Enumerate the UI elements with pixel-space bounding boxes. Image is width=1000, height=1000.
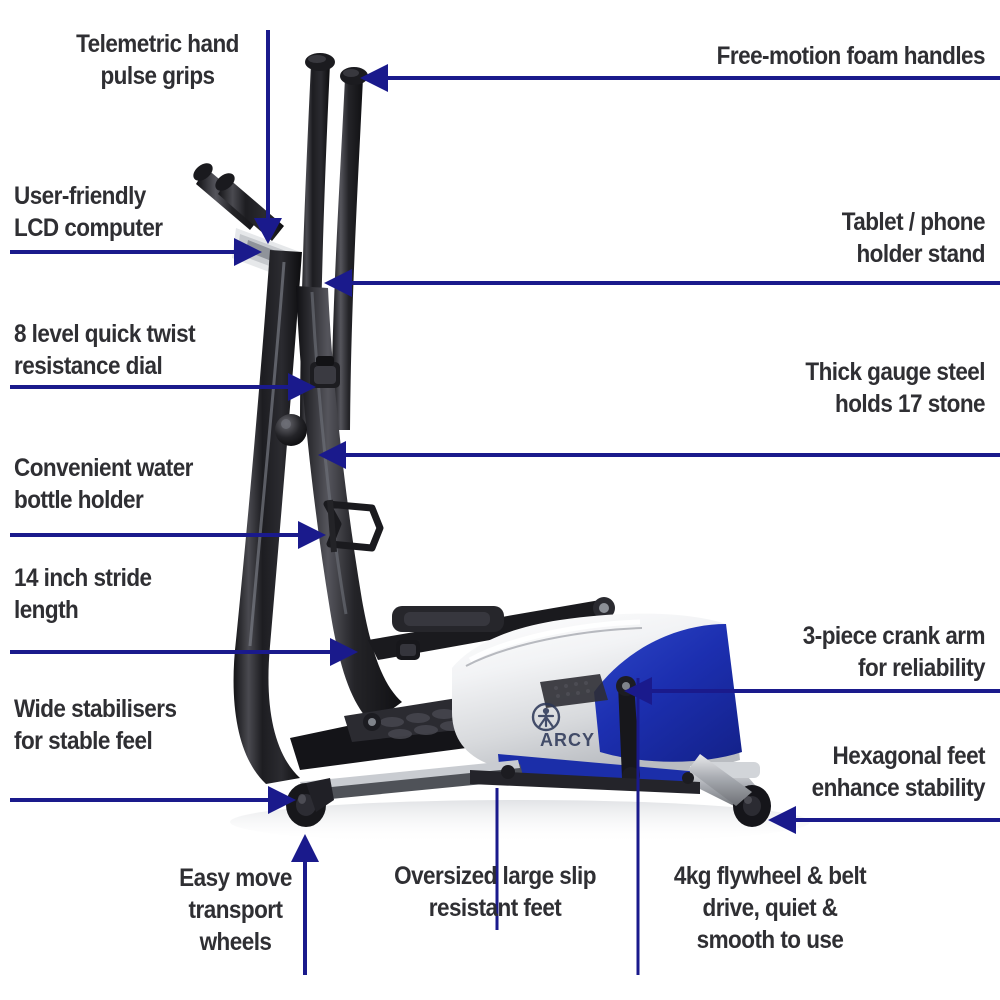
leader-tablet-phone-holder-stand	[324, 269, 1000, 297]
callout-3-piece-crank-arm-for-reliability: 3-piece crank arm for reliability	[802, 622, 986, 682]
rear-stabiliser-tube	[688, 754, 752, 806]
leader-wide-stabilisers-for-stable-feel	[10, 786, 296, 814]
leader-hexagonal-feet-enhance-stability	[768, 806, 1000, 834]
callout-easy-move-transport-wheels: Easy move transport wheels	[179, 864, 292, 956]
callout-14-inch-stride-length: 14 inch stride length	[14, 564, 152, 624]
water-bottle-holder	[323, 499, 384, 553]
marcy-logo: ARCY	[531, 702, 595, 750]
leader-easy-move-transport-wheels	[291, 834, 319, 975]
resistance-dial	[310, 356, 340, 388]
leader-8-level-quick-twist-resistance-dial	[10, 373, 316, 401]
callout-free-motion-foam-handles: Free-motion foam handles	[716, 42, 986, 70]
callout-8-level-quick-twist-resistance-dial: 8 level quick twist resistance dial	[14, 320, 196, 380]
transport-wheel-foot	[286, 778, 334, 827]
frame-pivot-knob	[275, 414, 307, 446]
leader-free-motion-foam-handles	[360, 64, 1000, 92]
callout-tablet-phone-holder-stand: Tablet / phone holder stand	[841, 208, 986, 268]
pedal-adjust-knob	[396, 640, 420, 660]
callout-thick-gauge-steel-holds-17-stone: Thick gauge steel holds 17 stone	[805, 358, 985, 418]
foam-handle-bars	[300, 53, 368, 430]
leader-telemetric-hand-pulse-grips	[254, 30, 282, 244]
callout-convenient-water-bottle-holder: Convenient water bottle holder	[14, 454, 193, 514]
leader-thick-gauge-steel-holds-17-stone	[318, 441, 1000, 469]
leader-14-inch-stride-length	[10, 638, 358, 666]
frame-joints	[363, 713, 694, 784]
leader-convenient-water-bottle-holder	[10, 521, 326, 549]
callout-4kg-flywheel-belt-drive: 4kg flywheel & belt drive, quiet & smoot…	[673, 862, 867, 954]
callout-hexagonal-feet-enhance-stability: Hexagonal feet enhance stability	[811, 742, 986, 802]
callout-oversized-large-slip-resistant-feet: Oversized large slip resistant feet	[394, 862, 596, 922]
svg-text:ARCY: ARCY	[540, 730, 595, 750]
callout-telemetric-hand-pulse-grips: Telemetric hand pulse grips	[76, 30, 239, 90]
leader-user-friendly-lcd-computer	[10, 238, 262, 266]
callout-wide-stabilisers-for-stable-feel: Wide stabilisers for stable feel	[14, 695, 177, 755]
callout-user-friendly-lcd-computer: User-friendly LCD computer	[14, 182, 163, 242]
